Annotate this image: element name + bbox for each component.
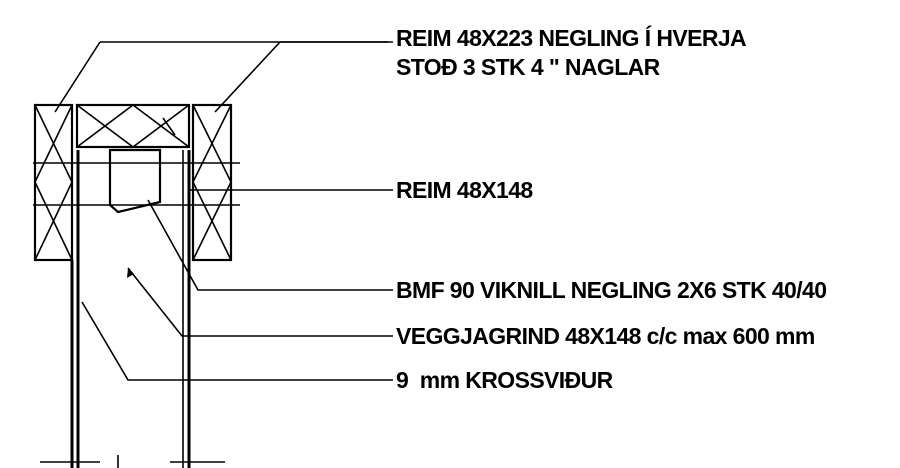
leader-lines (54, 41, 393, 381)
stud-lines (70, 150, 191, 468)
label-reim-223-line2: STOÐ 3 STK 4 " NAGLAR (396, 54, 661, 80)
top-beam-section (75, 103, 191, 149)
labels: REIM 48X223 NEGLING Í HVERJA STOÐ 3 STK … (396, 24, 827, 393)
inner-block (108, 148, 162, 214)
left-beam-section (33, 103, 74, 262)
label-veggjagrind: VEGGJAGRIND 48X148 c/c max 600 mm (396, 323, 815, 349)
right-beam-section (191, 103, 233, 262)
bottom-fragments (40, 455, 225, 468)
label-reim-223-line1: REIM 48X223 NEGLING Í HVERJA (396, 24, 746, 51)
label-krossvidur: 9 mm KROSSVIÐUR (396, 367, 614, 393)
label-bmf: BMF 90 VIKNILL NEGLING 2X6 STK 40/40 (396, 277, 826, 303)
guide-lines (33, 162, 240, 206)
label-reim-148: REIM 48X148 (396, 177, 533, 203)
